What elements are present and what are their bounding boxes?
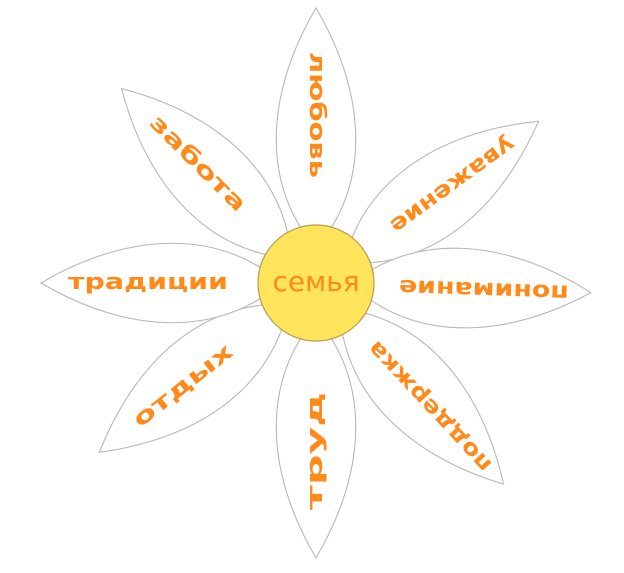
petal-bottom: труд: [276, 318, 356, 558]
flower-center-label: семья: [272, 265, 359, 298]
petal-top-label: любовь: [304, 52, 329, 178]
petal-top: любовь: [276, 8, 356, 248]
petal-left-label: традиции: [68, 270, 228, 295]
petal-bottom-label: труд: [303, 392, 328, 510]
flower-center: семья: [258, 225, 374, 341]
